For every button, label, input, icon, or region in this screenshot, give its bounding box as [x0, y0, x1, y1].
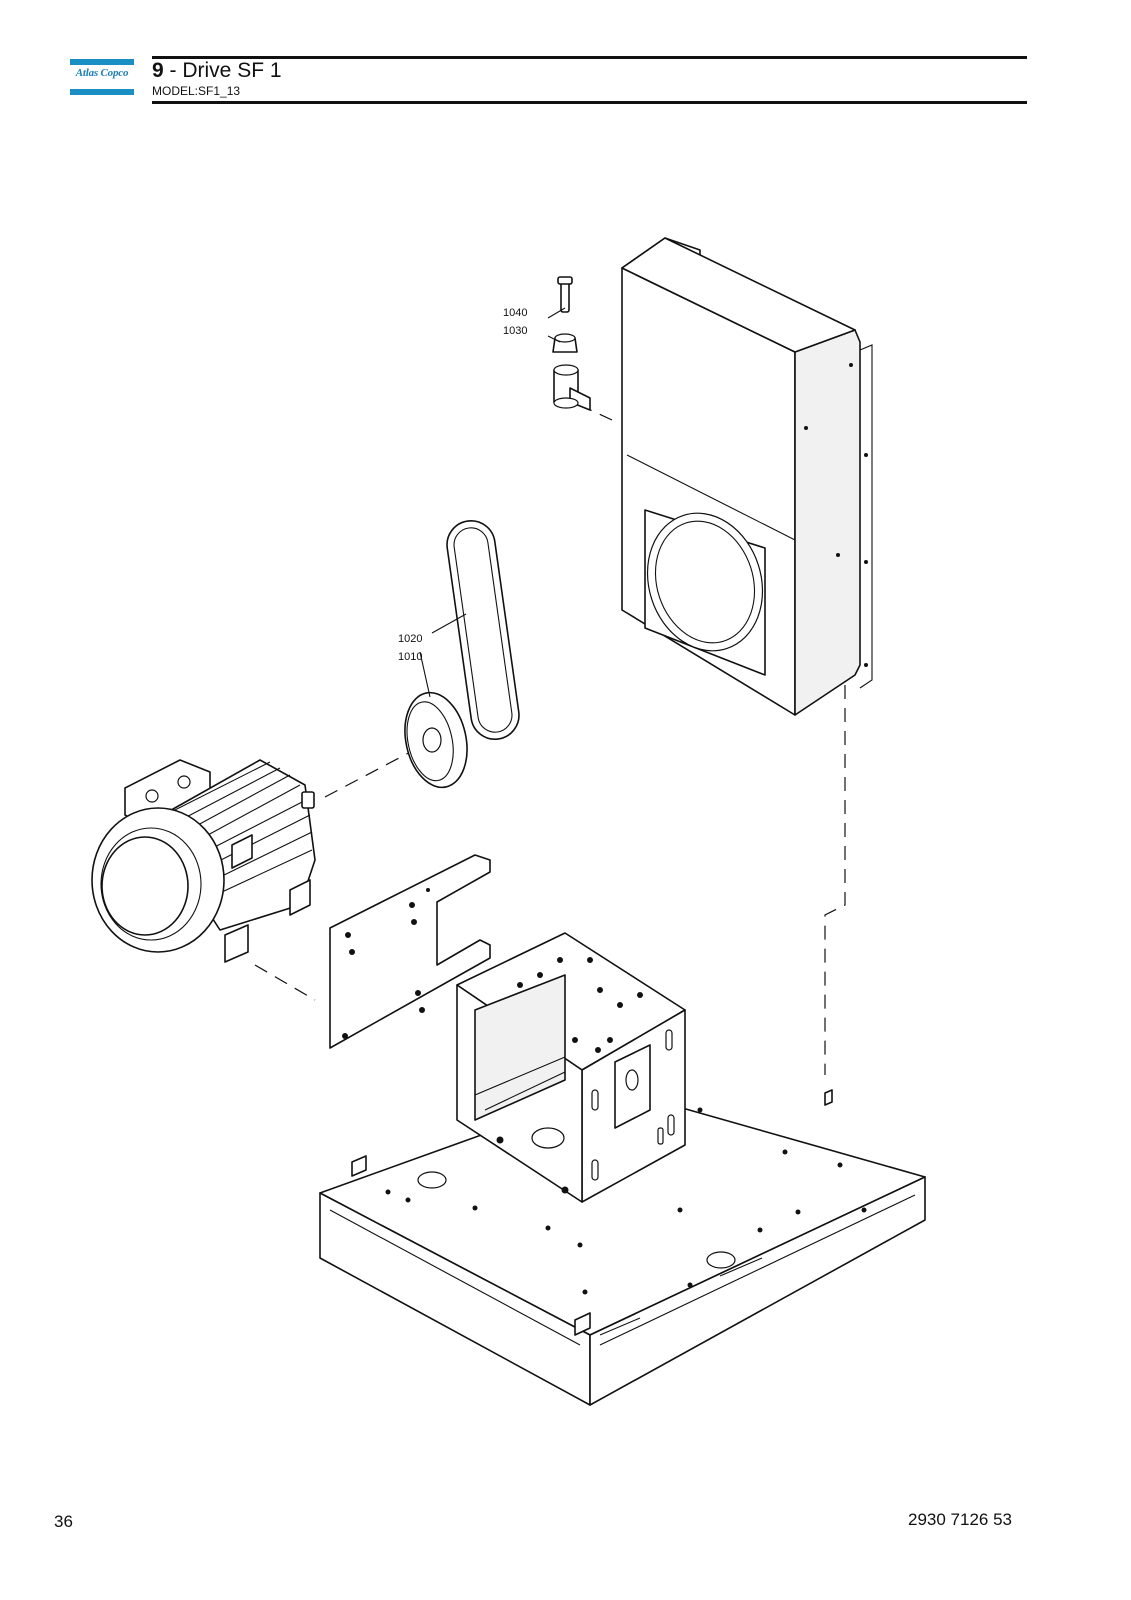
callout-1030: 1030 [503, 325, 527, 337]
model-label: MODEL:SF1_13 [152, 84, 241, 98]
document-number: 2930 7126 53 [908, 1510, 1012, 1529]
motor-support-frame [456, 932, 686, 1203]
header-top-rule [152, 56, 1027, 59]
atlas-copco-logo: Atlas Copco [70, 59, 134, 95]
motor-mounting-plate [329, 854, 491, 1049]
part-callouts: 1040 1030 1020 1010 [398, 307, 527, 663]
callout-1040: 1040 [503, 307, 527, 319]
section-number: 9 [152, 59, 164, 82]
electric-motor [91, 759, 316, 963]
page-title: 9 - Drive SF 1 [152, 59, 282, 83]
tee-fitting-assembly [547, 276, 591, 411]
base-frame [319, 1087, 926, 1406]
v-belt [431, 520, 520, 740]
logo-wordmark: Atlas Copco [75, 67, 129, 79]
section-title: - Drive SF 1 [163, 59, 282, 82]
callout-1010: 1010 [398, 651, 422, 663]
logo-top-band [70, 59, 134, 65]
callout-1020: 1020 [398, 633, 422, 645]
header-bottom-rule [152, 101, 1027, 104]
fan-housing [621, 237, 873, 716]
motor-pulley [404, 651, 468, 789]
logo-bottom-band [70, 89, 134, 95]
page-number: 36 [54, 1512, 73, 1531]
